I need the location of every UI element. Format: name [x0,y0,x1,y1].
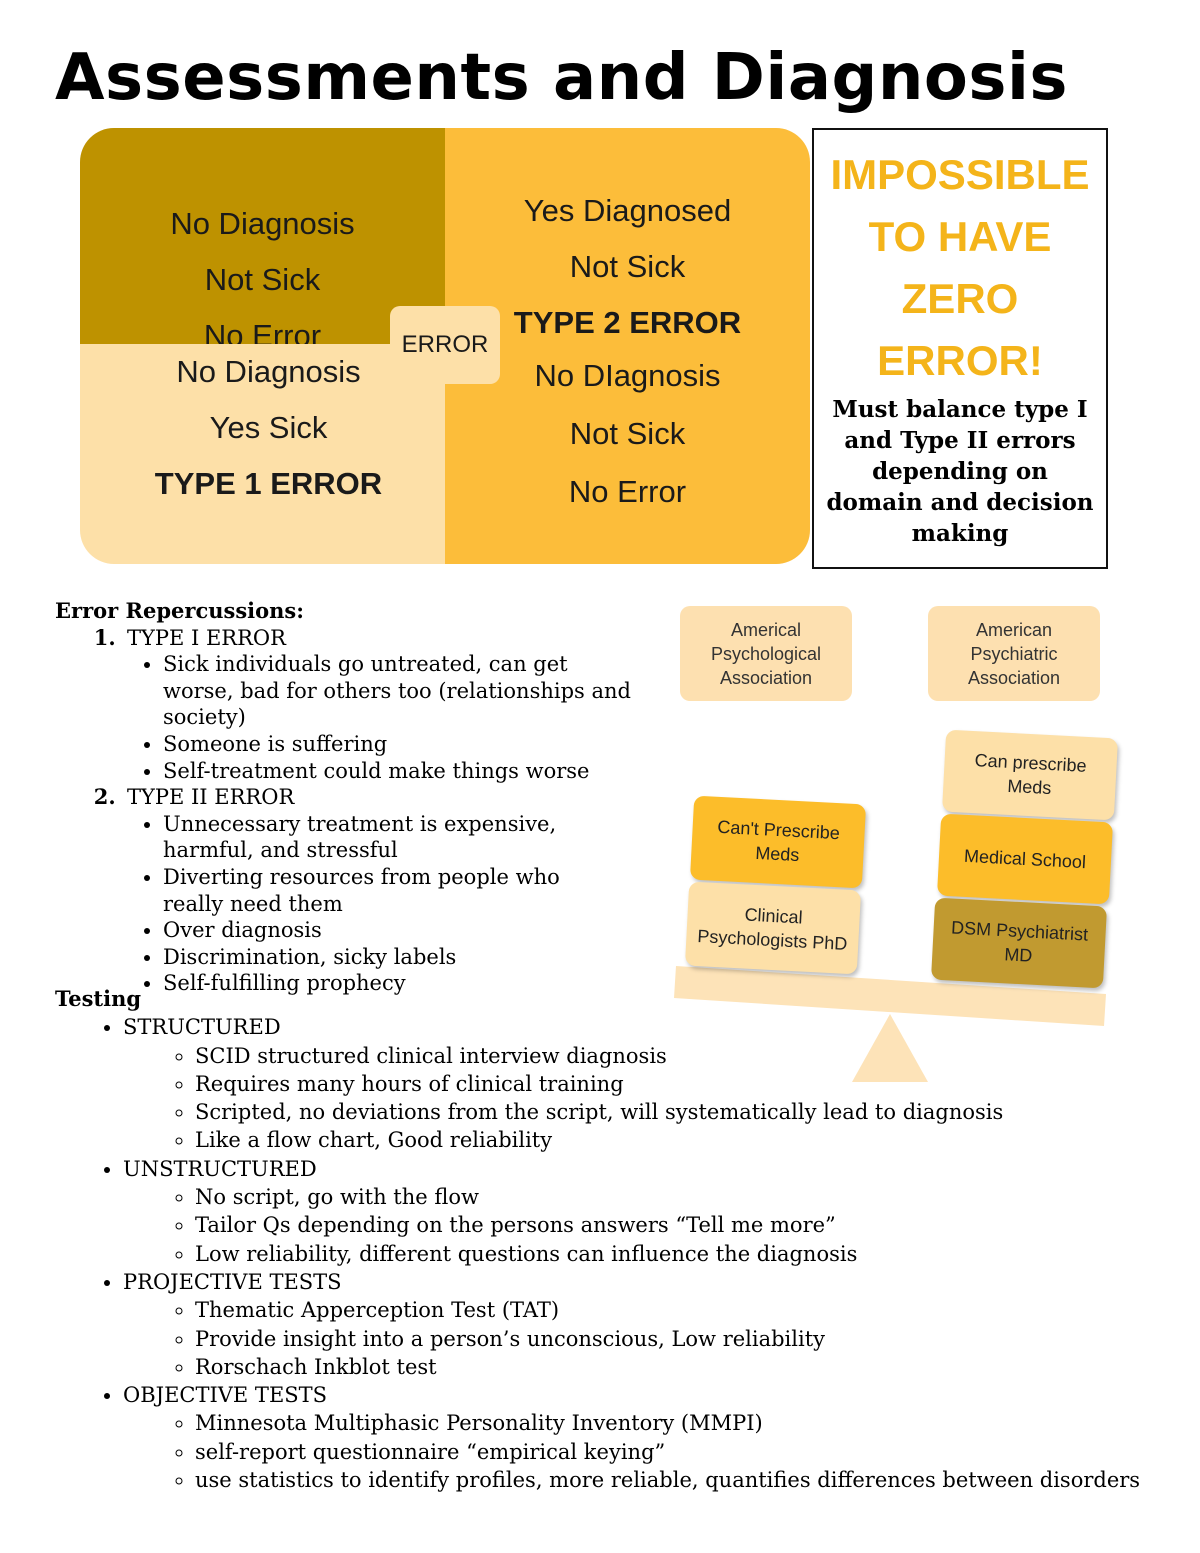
impossible-callout: IMPOSSIBLE TO HAVE ZERO ERROR! Must bala… [812,128,1108,569]
matrix-line: No Error [203,318,322,344]
list-item-label: STRUCTURED [123,1015,281,1040]
box-line: Medical School [963,845,1087,873]
callout-heading: IMPOSSIBLE TO HAVE ZERO ERROR! [814,144,1106,392]
box-line: Americal [730,619,801,640]
list-item: Unnecessary treatment is expensive, harm… [163,811,643,864]
list-item-label: TYPE I ERROR [127,625,286,650]
list-item: TYPE II ERROR Unnecessary treatment is e… [123,784,695,997]
quadrant-no-diagnosis-not-sick: No Diagnosis Not Sick No Error [80,128,445,344]
list-item: Requires many hours of clinical training [195,1070,1175,1098]
list-item: TYPE I ERROR Sick individuals go untreat… [123,625,695,785]
testing-section: Testing STRUCTURED SCID structured clini… [55,985,1175,1494]
list-item-label: PROJECTIVE TESTS [123,1269,342,1294]
matrix-line: Not Sick [569,249,686,284]
list-item: Low reliability, different questions can… [195,1240,1175,1268]
list-item: Rorschach Inkblot test [195,1353,1175,1381]
box-line: American [975,619,1053,640]
matrix-line: No Error [568,474,687,509]
list-item: Discrimination, sicky labels [163,944,695,971]
matrix-line: No DIagnosis [534,358,721,393]
list-item: No script, go with the flow [195,1183,1175,1211]
clinical-psychologists-block: Clinical Psychologists PhD [684,881,862,975]
list-item: OBJECTIVE TESTS Minnesota Multiphasic Pe… [123,1381,1175,1494]
box-line: Psychological [710,643,822,664]
list-item: Like a flow chart, Good reliability [195,1126,1175,1154]
list-item: Sick individuals go untreated, can get w… [163,651,633,731]
box-line: Psychiatric [970,643,1058,664]
dsm-psychiatrist-block: DSM Psychiatrist MD [930,897,1108,989]
callout-heading-line: TO HAVE [868,213,1052,260]
list-item: Tailor Qs depending on the persons answe… [195,1211,1175,1239]
cant-prescribe-meds-block: Can't Prescribe Meds [689,795,867,889]
list-item-label: UNSTRUCTURED [123,1156,317,1181]
callout-body: Must balance type I and Type II errors d… [826,396,1094,547]
box-line: Association [967,667,1061,688]
matrix-line-bold: TYPE 2 ERROR [513,305,742,340]
quadrant-type-1-error: No Diagnosis Yes Sick TYPE 1 ERROR [80,344,445,564]
list-item: Minnesota Multiphasic Personality Invent… [195,1409,1175,1437]
list-item: PROJECTIVE TESTS Thematic Apperception T… [123,1268,1175,1381]
list-item: Self-fulfilling prophecy [163,970,695,997]
box-line: Association [719,667,813,688]
list-item: SCID structured clinical interview diagn… [195,1042,1175,1070]
american-psychiatric-association-box: American Psychiatric Association [928,606,1100,701]
matrix-line: Not Sick [204,262,321,297]
diagnosis-error-matrix: No Diagnosis Not Sick No Error Yes Diagn… [80,128,810,564]
page-title: Assessments and Diagnosis [55,41,1068,115]
list-item: STRUCTURED SCID structured clinical inte… [123,1013,1175,1154]
matrix-line: Not Sick [569,416,686,451]
list-item-label: TYPE II ERROR [127,785,295,810]
section-heading: Testing [55,986,142,1011]
american-psychological-association-box: Americal Psychological Association [680,606,852,701]
list-item: Self-treatment could make things worse [163,758,695,785]
list-item: Scripted, no deviations from the script,… [195,1098,1175,1126]
matrix-line-bold: TYPE 1 ERROR [154,466,383,501]
list-item: Someone is suffering [163,731,695,758]
matrix-line: No Diagnosis [176,354,361,389]
callout-heading-line: IMPOSSIBLE [830,151,1090,198]
can-prescribe-meds-block: Can prescribe Meds [941,729,1119,821]
list-item: use statistics to identify profiles, mor… [195,1466,1175,1494]
error-label: ERROR [390,306,500,384]
list-item: Over diagnosis [163,917,695,944]
list-item-label: OBJECTIVE TESTS [123,1383,328,1408]
list-item: Thematic Apperception Test (TAT) [195,1296,1175,1324]
list-item: Diverting resources from people who real… [163,864,618,917]
list-item: Provide insight into a person’s unconsci… [195,1325,1175,1353]
quadrant-type-2-error: Yes Diagnosed Not Sick TYPE 2 ERROR No D… [445,128,810,564]
callout-heading-line: ERROR! [877,337,1043,384]
section-heading: Error Repercussions: [55,598,304,623]
matrix-line: Yes Sick [209,410,328,445]
matrix-line: No Diagnosis [170,206,355,241]
medical-school-block: Medical School [936,813,1114,905]
list-item: self-report questionnaire “empirical key… [195,1438,1175,1466]
callout-heading-line: ZERO [901,275,1019,322]
matrix-line: Yes Diagnosed [523,193,732,228]
error-repercussions: Error Repercussions: TYPE I ERROR Sick i… [55,598,695,997]
list-item: UNSTRUCTURED No script, go with the flow… [123,1155,1175,1268]
